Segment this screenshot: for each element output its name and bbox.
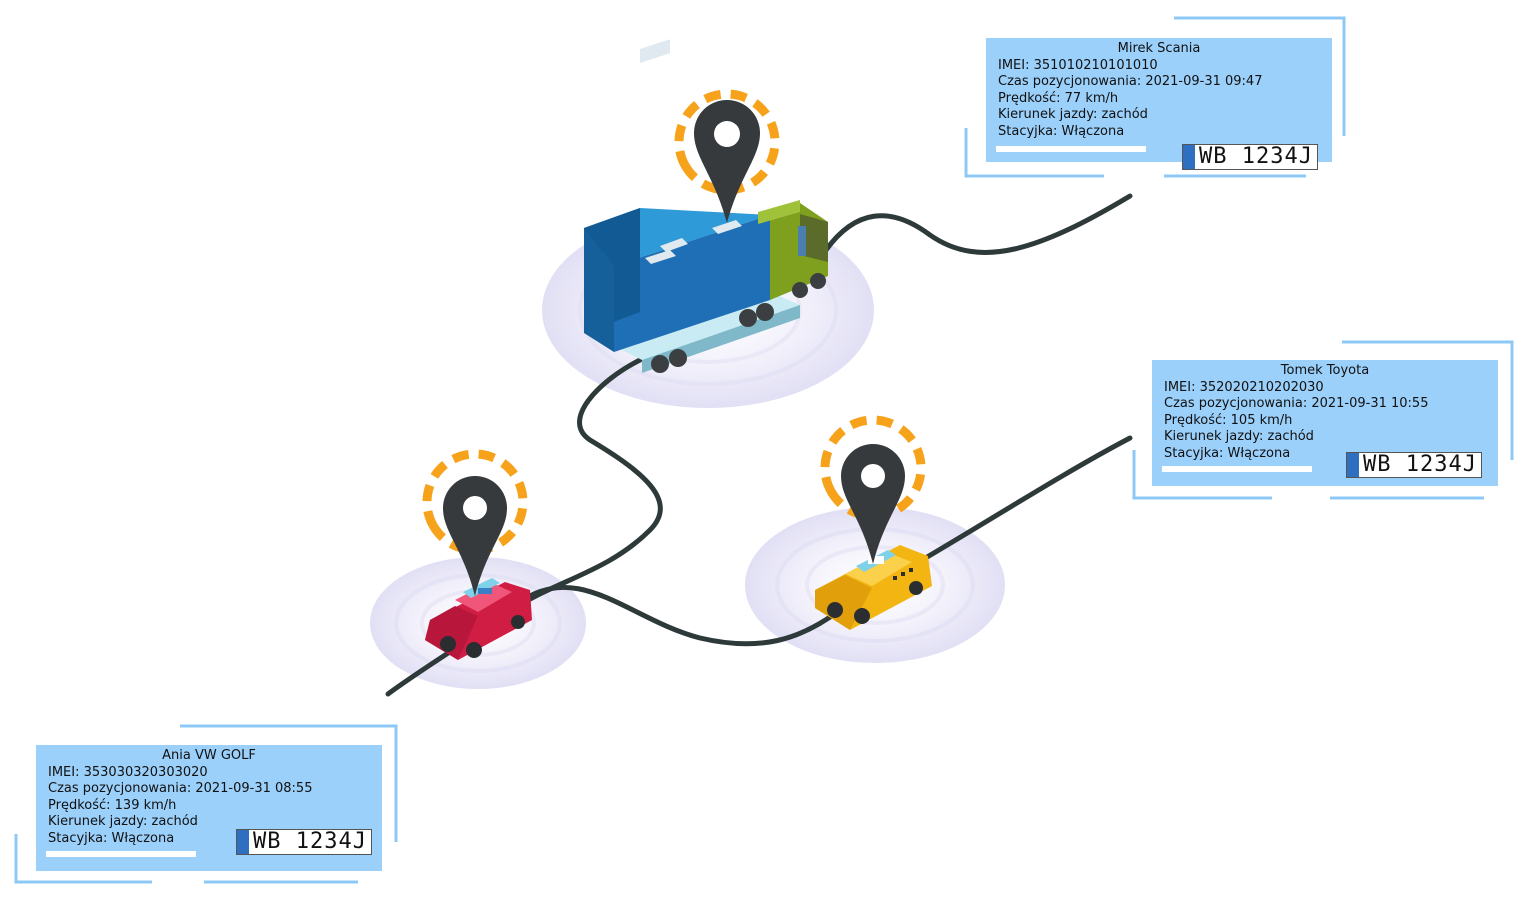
map-pin-icon-truck: [674, 89, 780, 223]
taxi-icon: [815, 545, 932, 630]
position-time: Czas pozycjonowania: 2021-09-31 10:55: [1164, 396, 1429, 412]
vehicle-card-scania[interactable]: Mirek Scania IMEI: 351010210101010 Czas …: [964, 16, 1346, 178]
license-plate-icon: WB 1234J: [236, 829, 372, 855]
ignition: Stacyjka: Włączona: [1164, 445, 1291, 461]
imei: IMEI: 353030320303020: [48, 764, 208, 780]
speed: Prędkość: 77 km/h: [998, 90, 1119, 106]
license-plate-icon: WB 1234J: [1346, 452, 1482, 478]
ignition: Stacyjka: Włączona: [998, 123, 1125, 139]
vehicle-card-golf[interactable]: Ania VW GOLF IMEI: 353030320303020 Czas …: [14, 724, 398, 886]
position-time: Czas pozycjonowania: 2021-09-31 09:47: [998, 74, 1263, 90]
direction: Kierunek jazdy: zachód: [1164, 429, 1314, 445]
plate-number: WB 1234J: [1363, 451, 1477, 477]
map-pin-icon-red-car: [422, 449, 528, 596]
plate-number: WB 1234J: [253, 828, 367, 854]
map-pin-icon-taxi: [820, 415, 926, 564]
truck-icon: [584, 39, 828, 373]
direction: Kierunek jazdy: zachód: [48, 814, 198, 830]
vehicle-name: Tomek Toyota: [1280, 363, 1370, 378]
white-bar: [996, 146, 1146, 152]
license-plate-icon: WB 1234J: [1182, 144, 1318, 170]
vehicle-card-toyota[interactable]: Tomek Toyota IMEI: 352020210202030 Czas …: [1132, 340, 1514, 500]
plate-number: WB 1234J: [1199, 143, 1313, 169]
speed: Prędkość: 105 km/h: [1164, 412, 1293, 428]
vehicle-name: Ania VW GOLF: [162, 748, 256, 763]
white-bar: [46, 851, 196, 857]
vehicle-name: Mirek Scania: [1117, 41, 1201, 56]
imei: IMEI: 351010210101010: [998, 57, 1158, 73]
ignition: Stacyjka: Włączona: [48, 830, 175, 846]
car-icon: [425, 578, 532, 660]
speed: Prędkość: 139 km/h: [48, 797, 177, 813]
white-bar: [1162, 466, 1312, 472]
imei: IMEI: 352020210202030: [1164, 379, 1324, 395]
direction: Kierunek jazdy: zachód: [998, 107, 1148, 123]
position-time: Czas pozycjonowania: 2021-09-31 08:55: [48, 781, 313, 797]
